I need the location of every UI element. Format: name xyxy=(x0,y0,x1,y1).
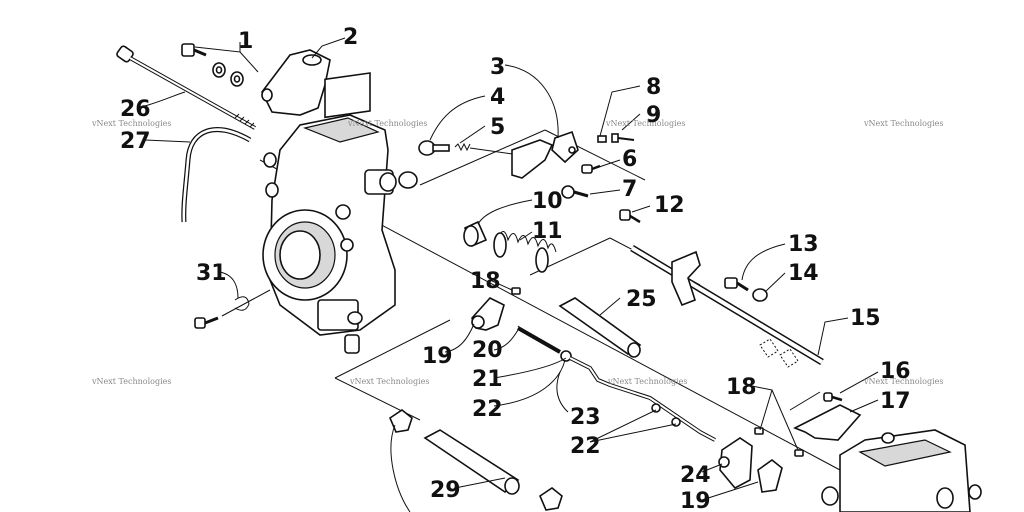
callout-26: 26 xyxy=(120,97,151,122)
callout-19b: 19 xyxy=(680,489,711,512)
callout-16: 16 xyxy=(880,359,911,384)
watermark: vNext Technologies xyxy=(347,119,427,128)
part-24-18-19-lower-brackets xyxy=(718,427,804,493)
part-10-bushing xyxy=(463,220,488,248)
callout-22: 22 xyxy=(472,397,503,422)
part-16-17-bracket xyxy=(793,392,862,441)
callout-27: 27 xyxy=(120,129,151,154)
callout-12: 12 xyxy=(654,193,685,218)
callout-24: 24 xyxy=(680,463,711,488)
callout-3: 3 xyxy=(490,55,505,80)
callout-31: 31 xyxy=(196,261,227,286)
callout-20: 20 xyxy=(472,338,503,363)
watermark: vNext Technologies xyxy=(863,119,943,128)
callout-19: 19 xyxy=(422,344,453,369)
callout-23: 23 xyxy=(570,405,601,430)
callout-5: 5 xyxy=(490,115,505,140)
callout-22b: 22 xyxy=(570,434,601,459)
watermark: vNext Technologies xyxy=(91,119,171,128)
callout-11: 11 xyxy=(532,219,563,244)
callout-7: 7 xyxy=(622,177,637,202)
callout-14: 14 xyxy=(788,261,819,286)
callout-8: 8 xyxy=(646,75,661,100)
callout-25: 25 xyxy=(626,287,657,312)
watermark: vNext Technologies xyxy=(91,377,171,386)
part-21-22-23-cable xyxy=(517,325,716,442)
callout-13: 13 xyxy=(788,232,819,257)
callout-18b: 18 xyxy=(726,375,757,400)
carburetor-body xyxy=(262,72,418,354)
watermarks: vNext Technologies vNext Technologies vN… xyxy=(91,119,943,386)
part-12-screw xyxy=(619,209,641,224)
watermark: vNext Technologies xyxy=(349,377,429,386)
part-6-7-screws xyxy=(561,164,601,199)
callout-numbers: 1 2 3 4 5 6 7 8 9 10 11 12 13 14 15 16 1… xyxy=(120,25,911,512)
callout-9: 9 xyxy=(646,103,661,128)
callout-4: 4 xyxy=(490,85,505,110)
callout-2: 2 xyxy=(343,25,358,50)
part-18-19-20-cable-bracket xyxy=(471,287,521,331)
callout-21: 21 xyxy=(472,367,503,392)
part-11-spring xyxy=(493,231,557,273)
callout-17: 17 xyxy=(880,389,911,414)
part-25-tube xyxy=(558,297,642,358)
callout-29: 29 xyxy=(430,478,461,503)
watermark: vNext Technologies xyxy=(607,377,687,386)
leader-lines xyxy=(144,37,879,512)
part-15-throttle-shaft xyxy=(630,244,824,368)
part-26-stud xyxy=(116,45,256,130)
part-29-tube xyxy=(389,409,563,511)
part-3-bracket xyxy=(511,130,579,179)
watermark: vNext Technologies xyxy=(863,377,943,386)
part-1-screw-washers xyxy=(181,43,244,87)
callout-18: 18 xyxy=(470,269,501,294)
part-2-cover-bracket xyxy=(261,49,331,116)
callout-6: 6 xyxy=(622,147,637,172)
callout-10: 10 xyxy=(532,189,563,214)
part-27-hose xyxy=(181,127,252,223)
carburetor-body-lower xyxy=(821,429,982,512)
callout-15: 15 xyxy=(850,306,881,331)
watermark: vNext Technologies xyxy=(605,119,685,128)
callout-1: 1 xyxy=(238,29,253,54)
part-31-clip-screw xyxy=(194,289,271,329)
part-8-9-hardware xyxy=(597,133,635,143)
